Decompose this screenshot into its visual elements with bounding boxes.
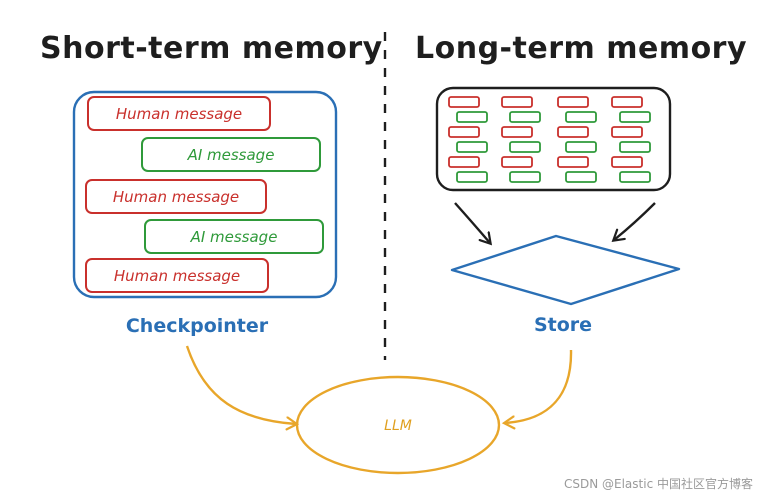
memory-item-red	[448, 96, 480, 108]
memory-item-red	[448, 126, 480, 138]
checkpointer-label: Checkpointer	[126, 315, 269, 337]
message-text: Human message	[113, 188, 239, 206]
memory-item-red	[557, 156, 589, 168]
store-label: Store	[534, 314, 592, 336]
message-human-2: Human message	[85, 179, 267, 214]
short-term-title: Short-term memory	[40, 31, 383, 66]
memory-item-green	[565, 111, 597, 123]
memory-item-red	[611, 156, 643, 168]
arrow-store-to-llm	[505, 349, 573, 423]
message-ai-2: AI message	[144, 219, 324, 254]
arrow-checkpointer-to-llm	[185, 345, 296, 424]
memory-item-green	[509, 111, 541, 123]
memory-item-green	[456, 141, 488, 153]
memory-item-red	[557, 96, 589, 108]
memory-item-red	[611, 96, 643, 108]
memory-item-red	[501, 156, 533, 168]
memory-item-red	[448, 156, 480, 168]
memory-item-green	[619, 141, 651, 153]
message-human-1: Human message	[87, 96, 271, 131]
memory-item-red	[501, 96, 533, 108]
memory-item-red	[611, 126, 643, 138]
long-term-title: Long-term memory	[415, 31, 747, 66]
message-human-3: Human message	[85, 258, 269, 293]
store-shape	[450, 234, 681, 306]
short-term-container	[72, 90, 338, 299]
memory-item-red	[501, 126, 533, 138]
memory-item-green	[619, 171, 651, 183]
long-term-container	[435, 86, 672, 192]
message-ai-1: AI message	[141, 137, 321, 172]
memory-item-green	[565, 141, 597, 153]
memory-item-red	[557, 126, 589, 138]
arrow-left-to-store	[454, 202, 490, 243]
message-text: Human message	[116, 105, 242, 123]
message-text: AI message	[187, 146, 275, 164]
memory-item-green	[456, 171, 488, 183]
memory-item-green	[509, 171, 541, 183]
arrow-right-to-store	[614, 202, 656, 240]
memory-item-green	[509, 141, 541, 153]
memory-item-green	[565, 171, 597, 183]
message-list: Human message AI message Human message A…	[85, 96, 324, 293]
message-text: Human message	[114, 267, 240, 285]
llm-label: LLM	[384, 418, 412, 434]
memory-item-green	[619, 111, 651, 123]
watermark: CSDN @Elastic 中国社区官方博客	[564, 476, 753, 491]
memory-grid	[448, 96, 651, 183]
message-text: AI message	[190, 228, 278, 246]
memory-item-green	[456, 111, 488, 123]
